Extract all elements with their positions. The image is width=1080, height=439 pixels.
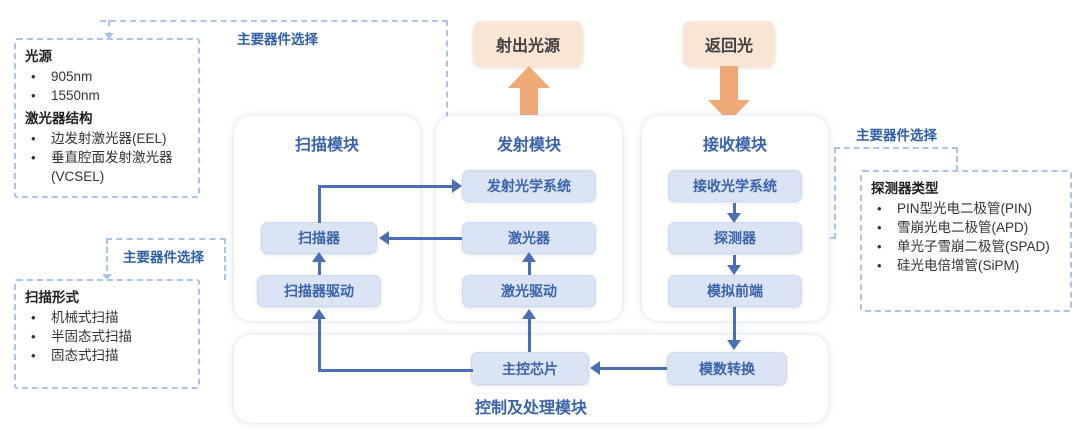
panel-scan-form: 扫描形式 机械式扫描 半固态式扫描 固态式扫描 (14, 279, 200, 389)
link-recvoptics-to-detector (733, 203, 736, 216)
node-scanner[interactable]: 扫描器 (261, 222, 377, 254)
pill-emitted-light: 射出光源 (473, 21, 583, 67)
arrow-right-into-emitoptics-icon (452, 179, 462, 193)
arrow-up-into-scanner-icon (312, 252, 326, 262)
panel-scan-form-list: 机械式扫描 半固态式扫描 固态式扫描 (25, 308, 190, 365)
arrow-up-emitted-light-icon (508, 66, 550, 122)
connector-label-top: 主要器件选择 (237, 32, 318, 47)
arrow-up-into-laserdriver-icon (522, 309, 536, 319)
connector-label-right: 主要器件选择 (856, 128, 937, 143)
arrow-down-into-afe-icon (727, 265, 741, 275)
node-laser[interactable]: 激光器 (462, 222, 596, 254)
list-item: 硅光电倍增管(SiPM) (871, 256, 1062, 275)
list-item: 单光子雪崩二极管(SPAD) (871, 237, 1062, 256)
link-laser-to-scanner (389, 237, 462, 240)
dashed-right-top-horizontal (834, 147, 958, 149)
arrow-left-into-scanner-icon (379, 231, 389, 245)
arrow-down-into-detector-icon (727, 213, 741, 223)
dashed-left-arrowhead-icon (102, 274, 112, 280)
link-mainchip-to-scannerdriver-vertical (318, 318, 321, 371)
node-detector[interactable]: 探测器 (668, 222, 802, 254)
list-item: 机械式扫描 (25, 308, 190, 327)
link-laserdriver-to-laser (528, 261, 531, 275)
dashed-left-upper-horizontal (106, 238, 226, 240)
panel-detector-type-list: PIN型光电二极管(PIN) 雪崩光电二极管(APD) 单光子雪崩二极管(SPA… (871, 199, 1062, 275)
panel-detector-type-title: 探测器类型 (871, 181, 939, 196)
link-scannerdriver-to-scanner (318, 261, 321, 275)
dashed-right-vertical (834, 147, 836, 239)
link-scanner-to-emitoptics-horizontal (318, 185, 452, 188)
link-adc-to-mainchip (600, 367, 667, 370)
arrow-up-into-scannerdriver-icon (312, 309, 326, 319)
list-item: 垂直腔面发射激光器(VCSEL) (25, 148, 190, 186)
panel-light-source-section-0-list: 905nm 1550nm (25, 67, 190, 105)
module-scan-title: 扫描模块 (294, 137, 359, 154)
arrow-down-into-adc-icon (727, 340, 741, 350)
list-item: 1550nm (25, 86, 190, 105)
module-emit-title: 发射模块 (496, 137, 561, 154)
dashed-left-vertical-right (224, 238, 226, 280)
panel-light-source-section-1-title: 激光器结构 (25, 111, 93, 126)
list-item: 边发射激光器(EEL) (25, 129, 190, 148)
pill-return-light: 返回光 (683, 21, 775, 67)
dashed-top-right-vertical (446, 20, 448, 128)
list-item: 半固态式扫描 (25, 327, 190, 346)
link-scanner-to-emitoptics-vertical (318, 185, 321, 223)
list-item: 905nm (25, 67, 190, 86)
panel-light-source-section-0-title: 光源 (25, 49, 52, 64)
link-mainchip-to-scannerdriver-horizontal (318, 369, 473, 372)
arrow-down-return-light-icon (708, 66, 750, 122)
arrow-up-into-laser-icon (522, 252, 536, 262)
node-receive-optics[interactable]: 接收光学系统 (668, 170, 802, 202)
panel-detector-type: 探测器类型 PIN型光电二极管(PIN) 雪崩光电二极管(APD) 单光子雪崩二… (860, 170, 1072, 312)
node-adc[interactable]: 模数转换 (667, 352, 787, 385)
node-analog-frontend[interactable]: 模拟前端 (668, 275, 802, 307)
module-receive-title: 接收模块 (702, 137, 767, 154)
link-afe-to-adc (733, 307, 736, 342)
list-item: 雪崩光电二极管(APD) (871, 218, 1062, 237)
list-item: PIN型光电二极管(PIN) (871, 199, 1062, 218)
link-mainchip-to-laserdriver (528, 318, 531, 352)
connector-label-left: 主要器件选择 (123, 250, 204, 265)
link-detector-to-afe (733, 255, 736, 268)
dashed-right-down-vertical (956, 147, 958, 171)
list-item: 固态式扫描 (25, 346, 190, 365)
node-main-chip[interactable]: 主控芯片 (471, 352, 589, 385)
node-emit-optics[interactable]: 发射光学系统 (462, 170, 596, 202)
panel-light-source: 光源 905nm 1550nm 激光器结构 边发射激光器(EEL) 垂直腔面发射… (14, 38, 200, 198)
dashed-top-arrowhead-icon (104, 33, 114, 39)
module-control-title: 控制及处理模块 (474, 400, 587, 417)
arrow-left-into-mainchip-icon (590, 361, 600, 375)
dashed-top-horizontal (100, 20, 448, 22)
panel-scan-form-title: 扫描形式 (25, 290, 79, 305)
node-laser-driver[interactable]: 激光驱动 (462, 275, 596, 307)
node-scanner-driver[interactable]: 扫描器驱动 (257, 275, 381, 307)
dashed-top-left-vertical (108, 20, 110, 38)
panel-light-source-section-1-list: 边发射激光器(EEL) 垂直腔面发射激光器(VCSEL) (25, 129, 190, 186)
dashed-left-vertical-left (106, 238, 108, 280)
